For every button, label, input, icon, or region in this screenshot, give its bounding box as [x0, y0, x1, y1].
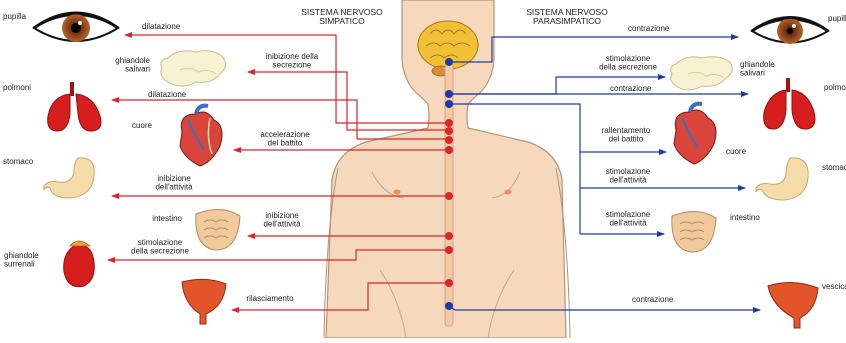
- label-line: cuore: [726, 147, 747, 156]
- bladder-right: [768, 282, 818, 328]
- label-line: surrenali: [4, 259, 35, 268]
- label-line: della secrezione: [131, 246, 189, 255]
- label-line: pupilla: [828, 14, 846, 23]
- label-line: secrezione: [273, 60, 312, 69]
- organ-label-right-intestine: intestino: [730, 213, 760, 222]
- organ-label-left-eye: pupilla: [3, 12, 27, 21]
- para-effect-pupil: contrazione: [628, 24, 670, 33]
- lungs-left: [48, 82, 101, 131]
- label-line: stomaco: [822, 163, 846, 172]
- label-line: della secrezione: [599, 62, 657, 71]
- eye-right: [752, 18, 828, 45]
- label-line: vescica: [822, 282, 846, 291]
- organ-label-left-intestine: intestino: [152, 214, 182, 223]
- label-line: PARASIMPATICO: [533, 16, 601, 26]
- organ-label-right-bladder: vescica: [822, 282, 846, 291]
- symp-effect-bladder: rilasciamento: [246, 294, 294, 303]
- organ-label-left-adrenal: ghiandolesurrenali: [4, 251, 39, 268]
- salivary-glands-right: [671, 57, 733, 90]
- label-line: del battito: [268, 138, 303, 147]
- organ-label-left-lungs: polmoni: [3, 83, 31, 92]
- label-line: intestino: [152, 214, 182, 223]
- label-line: del battito: [609, 134, 644, 143]
- label-line: contrazione: [610, 84, 652, 93]
- heart-left: [180, 106, 222, 166]
- bladder-left: [182, 279, 226, 324]
- label-line: dilatazione: [148, 90, 187, 99]
- label-line: dell'attività: [263, 219, 301, 228]
- organ-label-right-eye: pupilla: [828, 14, 846, 23]
- para-effect-bladder: contrazione: [632, 295, 674, 304]
- adrenal-kidney-left: [64, 241, 95, 287]
- label-line: salivari: [740, 68, 765, 77]
- label-line: polmoni: [3, 83, 31, 92]
- label-line: contrazione: [632, 295, 674, 304]
- label-line: salivari: [125, 64, 150, 73]
- salivary-glands-left: [161, 51, 226, 86]
- organ-label-right-heart: cuore: [726, 147, 747, 156]
- label-line: cuore: [132, 121, 153, 130]
- right-nipple: [505, 190, 512, 195]
- label-line: dell'attività: [609, 175, 647, 184]
- stomach-left: [44, 158, 94, 198]
- label-line: dell'attività: [155, 182, 193, 191]
- label-line: intestino: [730, 213, 760, 222]
- eye-left: [34, 13, 118, 42]
- label-line: contrazione: [628, 24, 670, 33]
- organ-label-left-heart: cuore: [132, 121, 153, 130]
- label-line: stomaco: [3, 157, 34, 166]
- organ-label-right-lungs: polmoni: [824, 83, 846, 92]
- label-line: polmoni: [824, 83, 846, 92]
- stomach-right: [756, 158, 808, 200]
- heart-right: [674, 104, 716, 164]
- label-line: dell'attività: [609, 218, 647, 227]
- symp-effect-pupil: dilatazione: [142, 22, 181, 31]
- label-line: pupilla: [3, 12, 27, 21]
- lungs-right: [764, 78, 815, 129]
- human-body: [324, 0, 570, 338]
- label-line: SIMPATICO: [319, 16, 365, 26]
- organ-label-left-stomach: stomaco: [3, 157, 34, 166]
- label-line: dilatazione: [142, 22, 181, 31]
- left-nipple: [394, 190, 401, 195]
- symp-effect-lungs: dilatazione: [148, 90, 187, 99]
- label-line: rilasciamento: [246, 294, 294, 303]
- para-effect-lungs: contrazione: [610, 84, 652, 93]
- organ-label-right-stomach: stomaco: [822, 163, 846, 172]
- intestine-right: [672, 211, 716, 252]
- intestine-left: [196, 209, 240, 250]
